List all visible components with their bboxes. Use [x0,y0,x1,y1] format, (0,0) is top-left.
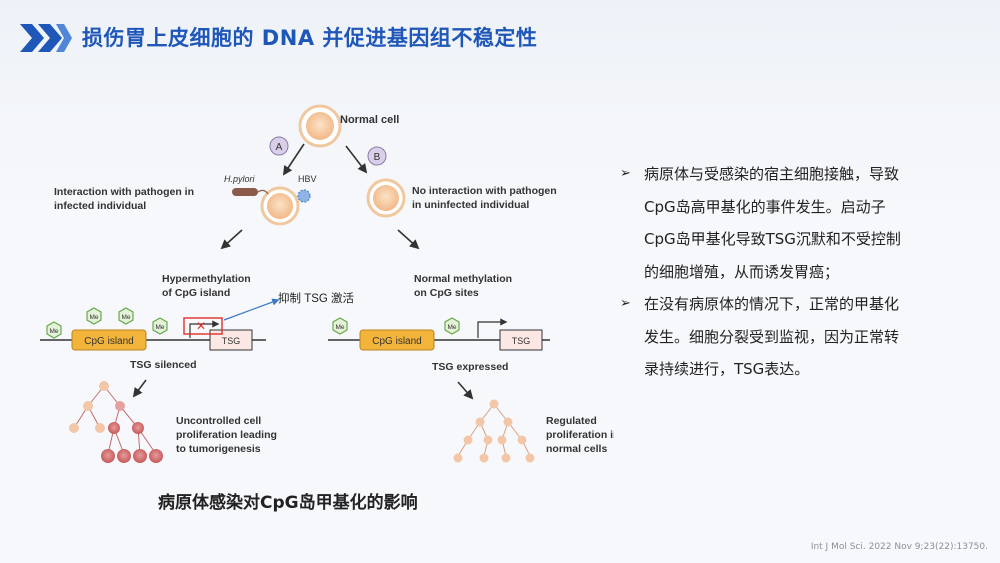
me-badges-right: Me Me [332,317,460,335]
tsg-expressed-label: TSG expressed [432,361,508,373]
no-interaction-label-1: No interaction with pathogen [412,185,557,197]
hbv-label: HBV [298,174,317,184]
methylation-diagram: Normal cell A B H.pylori HBV Interaction… [40,104,614,463]
hypermethylation-label-2: of CpG island [162,287,230,299]
regulated-label-1: Regulated [546,415,597,427]
hypermethylation-label-1: Hypermethylation [162,273,251,285]
regulated-label-2: proliferation in [546,429,614,441]
blocked-promoter-box [183,317,223,335]
hbv-virus-icon [297,189,311,203]
left-down-arrow [220,229,243,250]
bullet-line: 发生。细胞分裂受到监视，因为正常转 [644,327,900,346]
svg-text:Me: Me [447,324,456,331]
branch-a-arrow [282,143,305,176]
expressed-down-arrow [457,381,474,400]
bullet-line: 录持续进行，TSG表达。 [644,360,810,378]
svg-text:Me: Me [155,324,164,331]
svg-text:B: B [374,152,381,163]
arrow-bullet-icon: ➢ [620,296,631,311]
interaction-label-2: infected individual [54,200,146,212]
infected-cell [260,186,300,226]
page-title: 损伤胃上皮细胞的 DNA 并促进基因组不稳定性 [82,26,538,50]
citation: Int J Mol Sci. 2022 Nov 9;23(22):13750. [810,542,988,552]
bullet-line: 的细胞增殖，从而诱发胃癌； [644,262,840,281]
dna-strand-left: CpG island TSG ✕ [40,317,266,351]
h-pylori-label: H.pylori [224,174,256,184]
cpg-island-left: CpG island [84,336,133,347]
double-chevron-icon [20,24,72,52]
uncontrolled-label-2: proliferation leading [176,429,277,441]
interaction-label-1: Interaction with pathogen in [54,186,194,198]
svg-text:Me: Me [49,328,58,335]
annotation-arrow [223,298,280,321]
bullet-line: CpG岛甲基化导致TSG沉默和不受控制 [644,230,901,248]
annotation-label: 抑制 TSG 激活 [278,291,354,305]
uncontrolled-label-1: Uncontrolled cell [176,415,261,427]
bullet-line: CpG岛高甲基化的事件发生。启动子 [644,197,886,216]
bullet-line: 在没有病原体的情况下，正常的甲基化 [644,295,900,313]
cross-icon: ✕ [196,319,206,333]
bullet-line: 病原体与受感染的宿主细胞接触，导致 [644,165,900,183]
h-pylori-icon [232,188,269,196]
silenced-down-arrow [132,379,147,398]
bullet-list: ➢ 病原体与受感染的宿主细胞接触，导致 CpG岛高甲基化的事件发生。启动子 Cp… [620,158,980,386]
normal-cell [298,104,342,148]
title-bar: 损伤胃上皮细胞的 DNA 并促进基因组不稳定性 [0,0,1000,80]
dna-strand-right: CpG island TSG [328,318,550,351]
uninfected-cell [366,178,406,218]
normal-methylation-label-2: on CpG sites [414,287,479,299]
me-badges-left: Me Me Me Me [46,307,168,339]
svg-text:Me: Me [335,324,344,331]
cpg-island-right: CpG island [372,336,421,347]
normal-proliferation-tree [453,399,535,463]
no-interaction-label-2: in uninfected individual [412,199,529,211]
tsg-right: TSG [512,336,531,346]
arrow-bullet-icon: ➢ [620,166,631,181]
right-down-arrow [397,229,420,250]
svg-text:Me: Me [121,314,130,321]
branch-b-arrow [345,145,368,174]
svg-text:Me: Me [89,314,98,321]
bullet-item: ➢ 病原体与受感染的宿主细胞接触，导致 CpG岛高甲基化的事件发生。启动子 Cp… [620,158,980,288]
figure-caption: 病原体感染对CpG岛甲基化的影响 [158,493,418,513]
uncontrolled-label-3: to tumorigenesis [176,443,261,455]
branch-a-badge: A [269,136,289,156]
normal-cell-label: Normal cell [340,114,399,126]
bullet-item: ➢ 在没有病原体的情况下，正常的甲基化 发生。细胞分裂受到监视，因为正常转 录持… [620,288,980,386]
tumor-proliferation-tree [69,381,163,463]
svg-text:A: A [276,142,283,153]
normal-methylation-label-1: Normal methylation [414,273,512,285]
branch-b-badge: B [367,146,387,166]
tsg-left: TSG [222,336,241,346]
regulated-label-3: normal cells [546,443,607,455]
tsg-silenced-label: TSG silenced [130,359,197,371]
